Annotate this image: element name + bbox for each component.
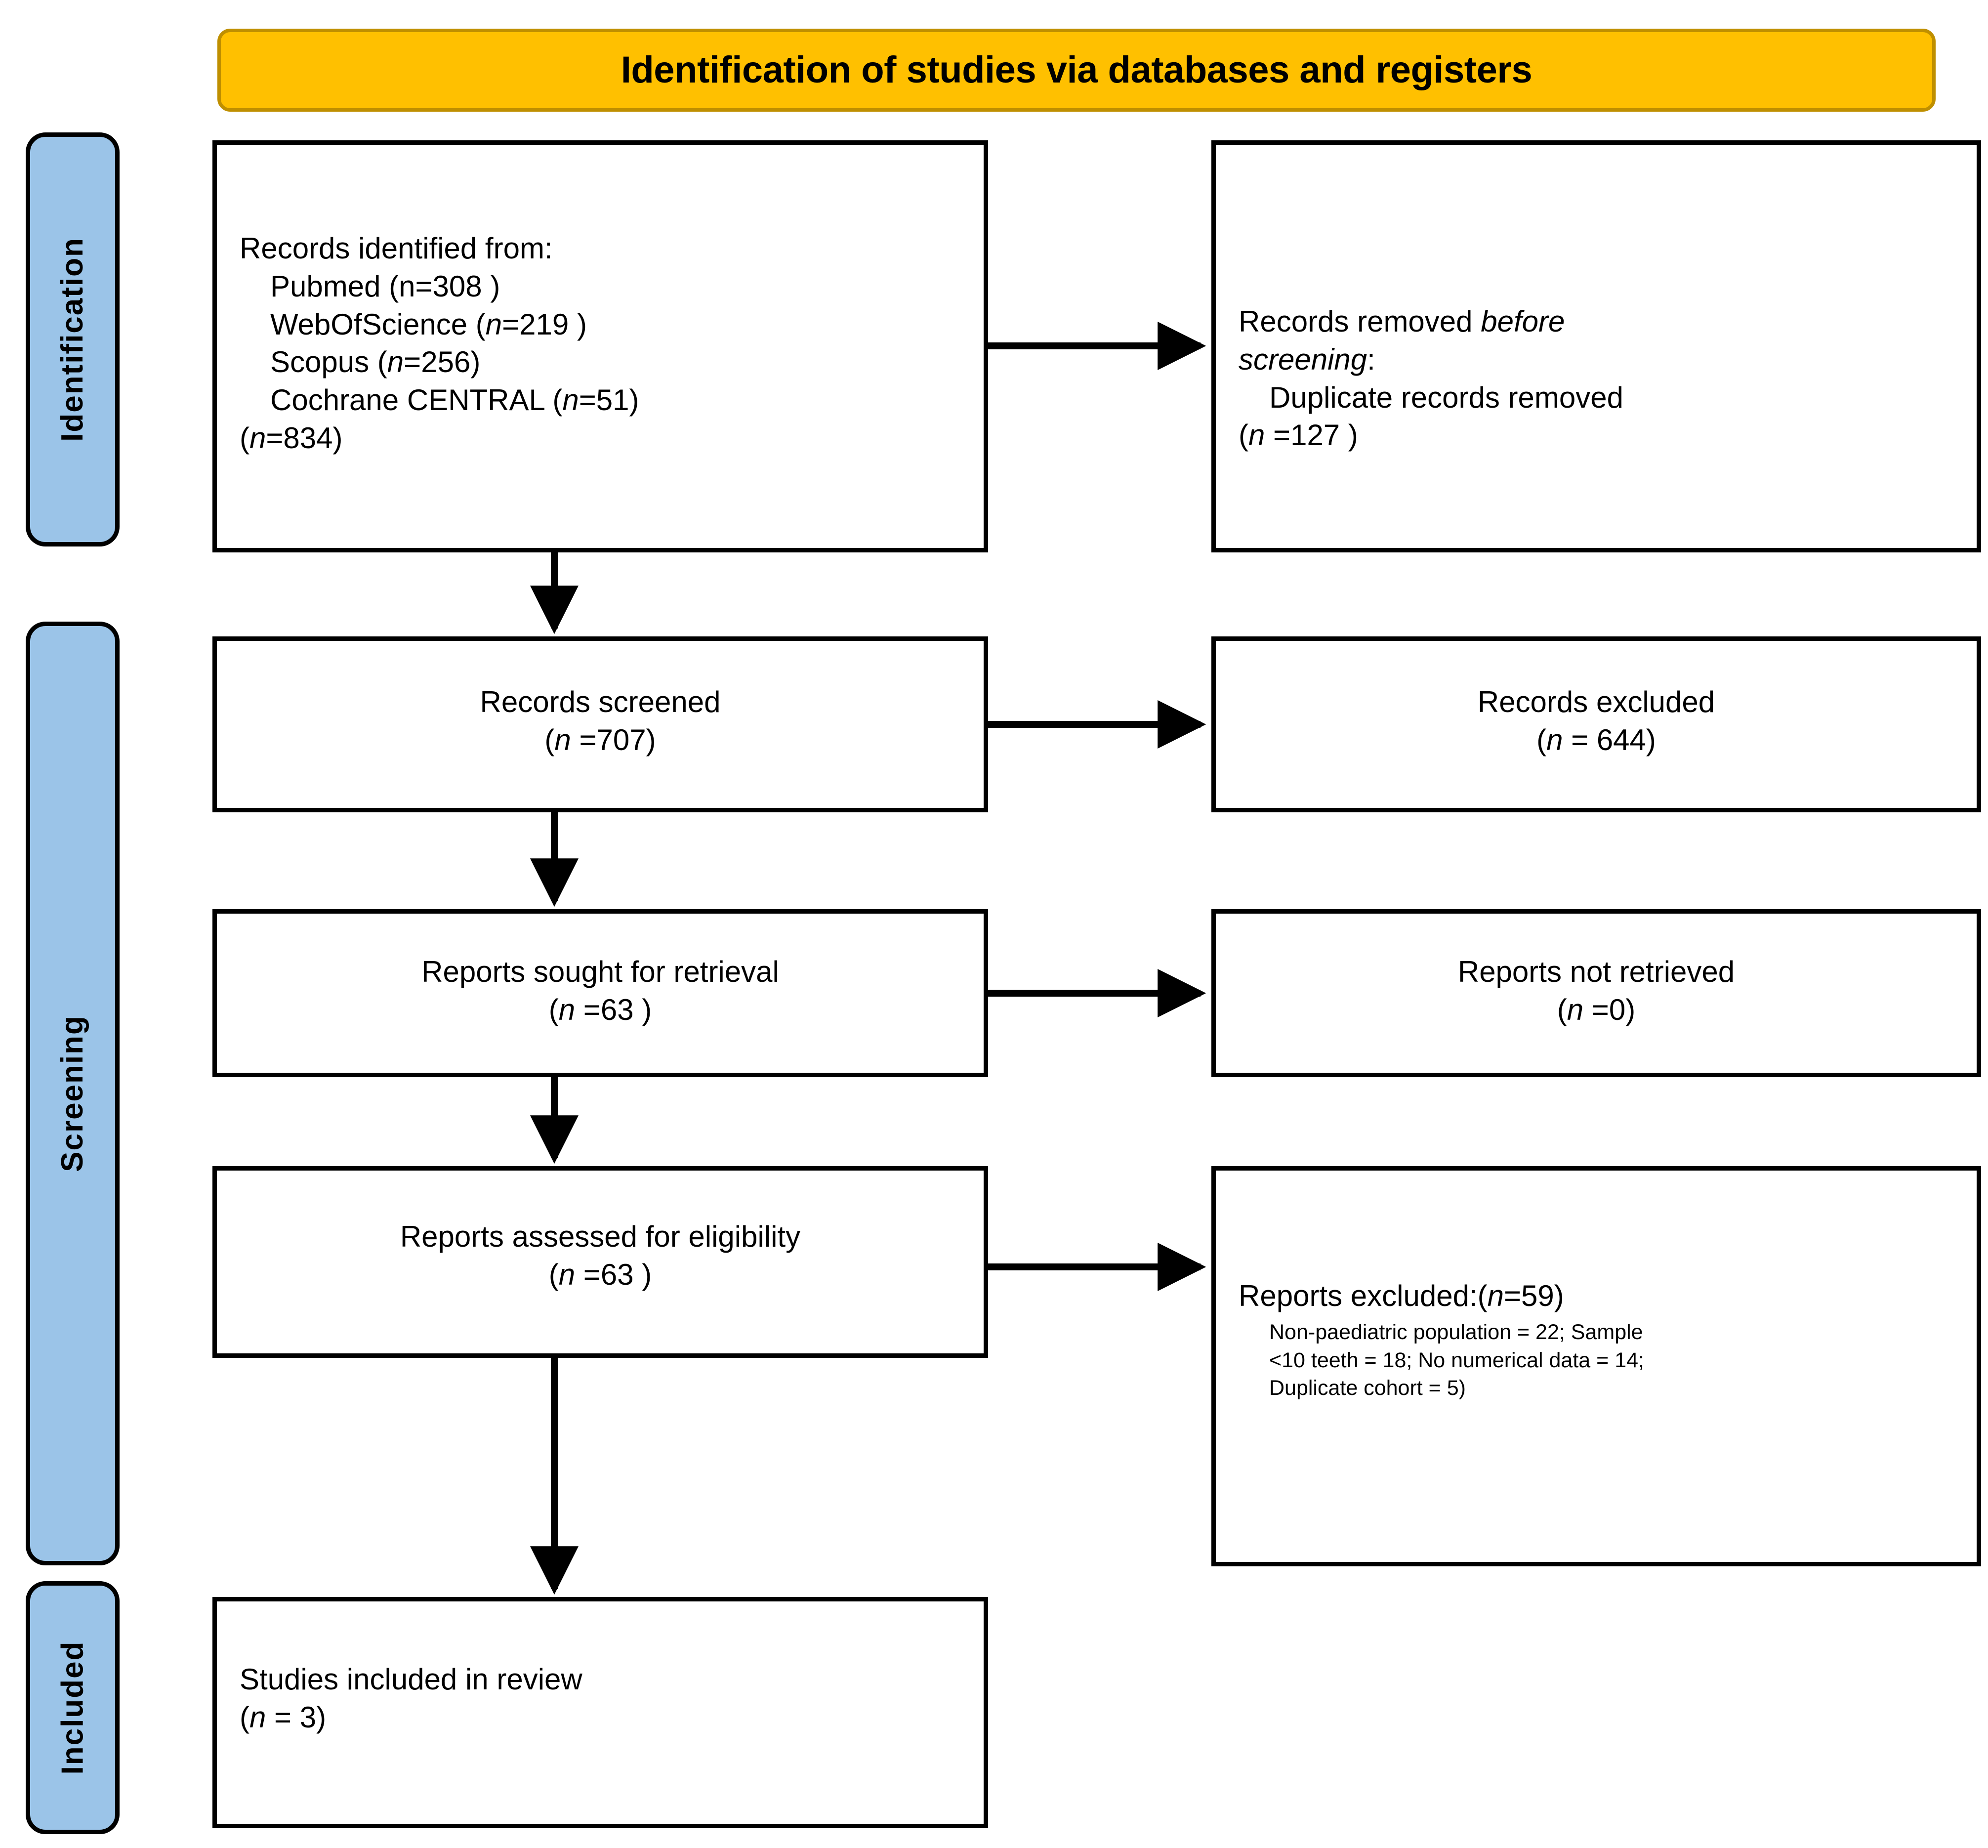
box-records-removed-text: Records removed before screening: Duplic… xyxy=(1239,303,1965,455)
n-italic: n xyxy=(554,723,571,756)
box-records-excluded-text: Records excluded (n = 644) xyxy=(1228,683,1965,759)
box-reports-not-retrieved-text: Reports not retrieved (n =0) xyxy=(1228,953,1965,1029)
box-reports-excluded: Reports excluded:(n=59) Non-paediatric p… xyxy=(1211,1166,1981,1566)
studies-included-line2: (n = 3) xyxy=(240,1700,327,1734)
studies-included-line1: Studies included in review xyxy=(240,1663,582,1696)
stage-tab-screening: Screening xyxy=(26,622,120,1565)
records-removed-line1: Records removed before xyxy=(1239,305,1565,338)
box-records-identified: Records identified from: Pubmed (n=308 )… xyxy=(212,140,988,552)
box-reports-sought: Reports sought for retrieval (n =63 ) xyxy=(212,909,988,1077)
records-screened-line2: (n =707) xyxy=(544,723,656,756)
records-removed-line3: Duplicate records removed xyxy=(1269,380,1623,414)
n-italic: n xyxy=(558,1258,576,1291)
box-reports-assessed: Reports assessed for eligibility (n =63 … xyxy=(212,1166,988,1358)
n-italic: n xyxy=(249,421,266,455)
reports-not-retrieved-line1: Reports not retrieved xyxy=(1457,955,1735,988)
stage-tab-included: Included xyxy=(26,1581,120,1834)
n-italic: n xyxy=(1248,419,1265,452)
n-italic: n xyxy=(562,383,579,417)
stage-tab-screening-label: Screening xyxy=(55,1015,89,1172)
reports-sought-line1: Reports sought for retrieval xyxy=(421,955,779,988)
reports-sought-line2: (n =63 ) xyxy=(548,993,652,1026)
reason-line-1: Non-paediatric population = 22; Sample xyxy=(1269,1320,1643,1344)
reports-assessed-line2: (n =63 ) xyxy=(548,1258,652,1291)
reason-line-2: <10 teeth = 18; No numerical data = 14; xyxy=(1269,1348,1644,1372)
box-records-screened-text: Records screened (n =707) xyxy=(229,683,972,759)
reason-line-3: Duplicate cohort = 5) xyxy=(1269,1376,1466,1400)
box-records-screened: Records screened (n =707) xyxy=(212,636,988,812)
box-records-excluded: Records excluded (n = 644) xyxy=(1211,636,1981,812)
records-removed-line2: screening: xyxy=(1239,342,1375,376)
reports-assessed-line1: Reports assessed for eligibility xyxy=(400,1220,801,1253)
box-studies-included: Studies included in review (n = 3) xyxy=(212,1597,988,1828)
box-studies-included-text: Studies included in review (n = 3) xyxy=(240,1661,972,1737)
records-screened-line1: Records screened xyxy=(480,685,721,718)
reports-excluded-reasons: Non-paediatric population = 22; Sample <… xyxy=(1239,1318,1965,1402)
n-italic: n xyxy=(387,345,404,379)
n-italic: n xyxy=(485,307,502,341)
stage-tab-included-label: Included xyxy=(55,1640,89,1775)
n-italic: n xyxy=(558,993,576,1026)
records-excluded-line2: (n = 644) xyxy=(1536,723,1656,756)
source-cochrane: Cochrane CENTRAL (n=51) xyxy=(270,383,639,417)
records-excluded-line1: Records excluded xyxy=(1477,685,1715,718)
box-reports-assessed-text: Reports assessed for eligibility (n =63 … xyxy=(229,1218,972,1294)
stage-tab-identification-label: Identification xyxy=(55,237,89,442)
n-italic: n xyxy=(1546,723,1563,756)
n-italic: n xyxy=(1567,993,1584,1026)
box-reports-sought-text: Reports sought for retrieval (n =63 ) xyxy=(229,953,972,1029)
reports-not-retrieved-line2: (n =0) xyxy=(1557,993,1636,1026)
records-removed-line4: (n =127 ) xyxy=(1239,419,1358,452)
source-scopus: Scopus (n=256) xyxy=(270,345,481,379)
records-identified-total: (n=834) xyxy=(240,421,343,455)
page-title: Identification of studies via databases … xyxy=(621,49,1532,91)
source-webofscience: WebOfScience (n=219 ) xyxy=(270,307,587,341)
source-pubmed: Pubmed (n=308 ) xyxy=(270,269,500,303)
box-reports-not-retrieved: Reports not retrieved (n =0) xyxy=(1211,909,1981,1077)
n-italic: n xyxy=(249,1700,266,1734)
records-identified-heading: Records identified from: xyxy=(240,232,553,265)
reports-excluded-heading: Reports excluded:(n=59) xyxy=(1239,1279,1564,1312)
box-records-removed: Records removed before screening: Duplic… xyxy=(1211,140,1981,552)
header-banner: Identification of studies via databases … xyxy=(217,29,1936,112)
box-reports-excluded-text: Reports excluded:(n=59) Non-paediatric p… xyxy=(1239,1277,1965,1402)
box-records-identified-text: Records identified from: Pubmed (n=308 )… xyxy=(240,230,972,458)
stage-tab-identification: Identification xyxy=(26,132,120,546)
